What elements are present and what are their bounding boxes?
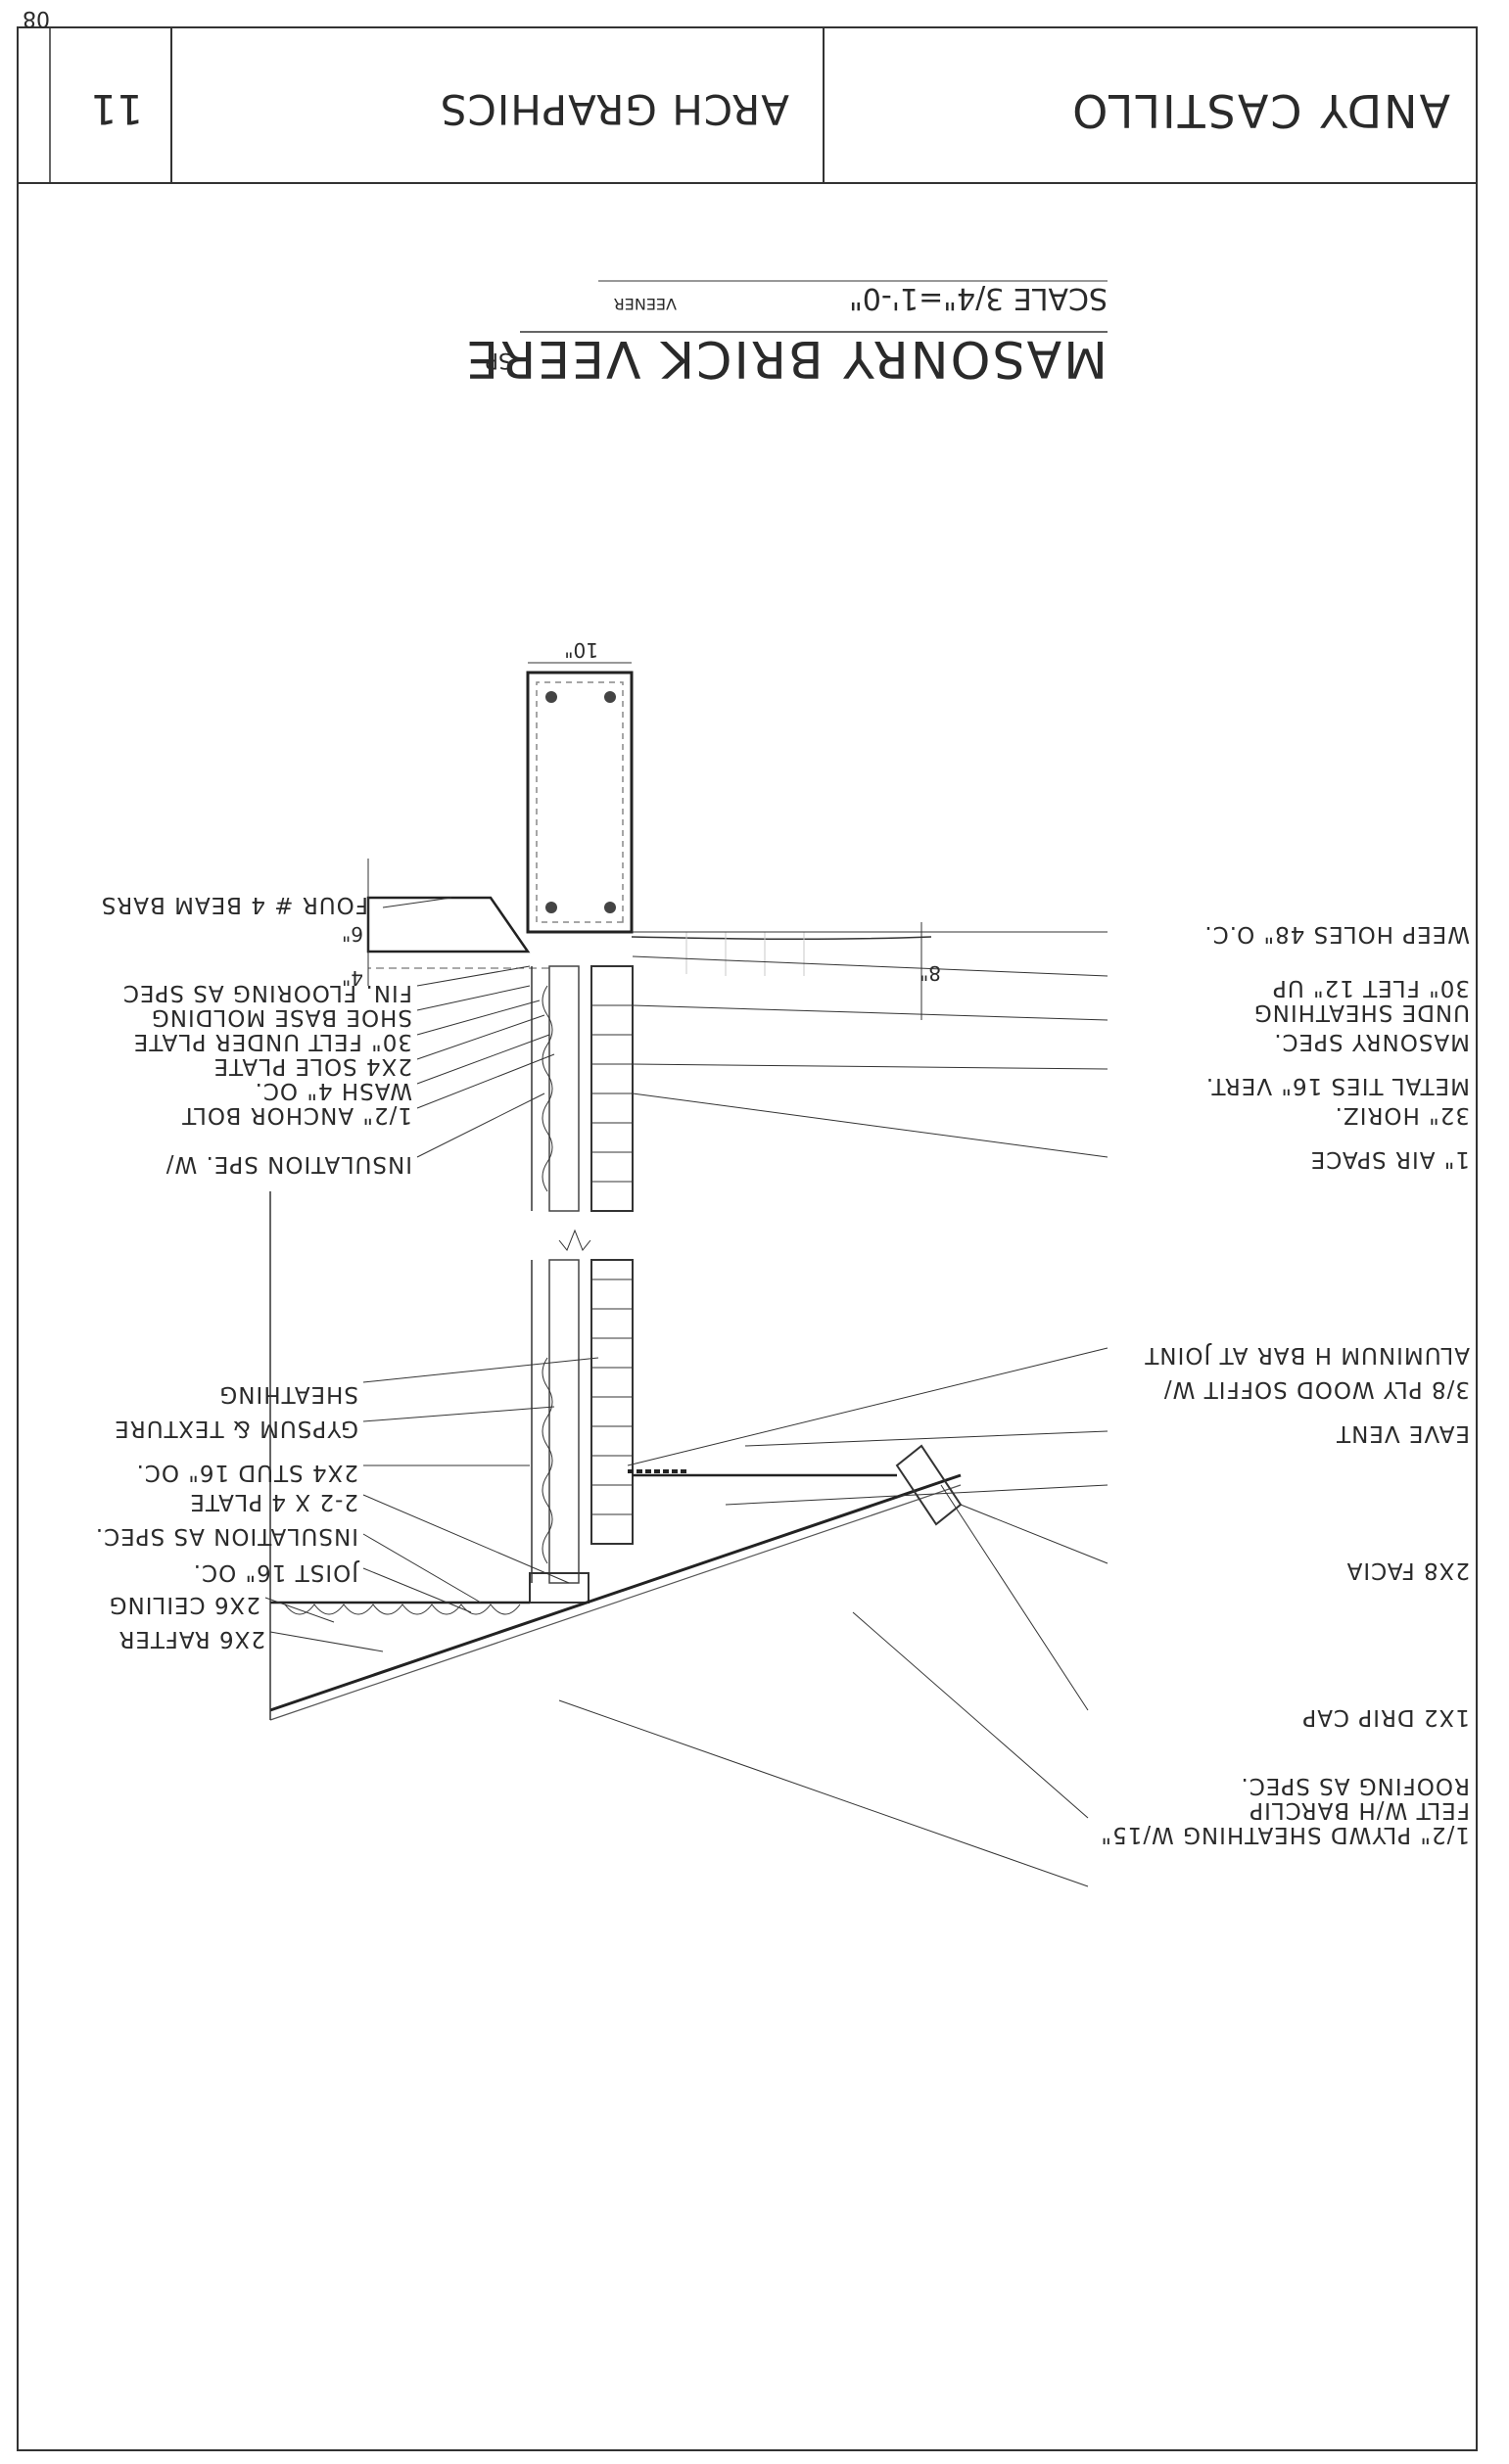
leader-top-plate: [362, 1494, 570, 1584]
label-felt-plate: 30" FELT UNDER PLATE: [133, 1029, 412, 1054]
leader-metal-ties: [632, 1063, 1108, 1070]
fascia-board: [895, 1444, 963, 1526]
label-fin-flooring: FIN. FLOORING AS SPEC: [122, 980, 412, 1005]
leader-insulation-lower: [416, 1093, 545, 1158]
slab-dim-upper: 6": [342, 922, 363, 946]
course-name: ARCH GRAPHICS: [440, 85, 789, 133]
label-horiz: 32" HORIZ.: [1335, 1102, 1470, 1128]
drawing-title: MASONRY BRICK VEERE: [464, 329, 1108, 388]
label-shoe-base: SHOE BASE MOLDING: [151, 1004, 412, 1030]
leader-fin-flooring: [416, 965, 531, 987]
leader-soffit: [744, 1430, 1108, 1447]
stud-wall-lower: [548, 965, 580, 1212]
double-top-plate: [529, 1572, 589, 1604]
leader-drip-cap: [940, 1484, 1089, 1711]
label-felt-up: 30" FLET 12" UP: [1272, 975, 1470, 1000]
scale-text: SCALE 3/4"=1'-0": [849, 281, 1108, 315]
leader-ceiling: [264, 1597, 335, 1623]
corner-mark: 08: [23, 6, 50, 30]
label-aluminum-bar: ALUMINUM H BAR AT JOINT: [1144, 1342, 1470, 1368]
label-sheathing: SHEATHING: [218, 1381, 358, 1407]
grade-line: [631, 936, 932, 941]
beam-bar-3: [604, 691, 616, 703]
leader-eave-vent: [725, 1484, 1108, 1506]
leader-sheathing: [362, 1357, 599, 1383]
label-washer: WASH 4" OC.: [255, 1078, 412, 1103]
label-eave-vent: EAVE VENT: [1336, 1420, 1470, 1446]
label-insulation-spec: INSULATION AS SPEC.: [95, 1523, 358, 1549]
scale-note: VEENER: [614, 295, 677, 313]
leader-aluminum-bar: [627, 1347, 1108, 1466]
leader-joist: [362, 1567, 472, 1613]
sheet-number: 11: [91, 85, 143, 133]
leader-rafter: [269, 1631, 384, 1652]
footing-rebar-outline: [536, 681, 624, 923]
roof-rafter: [269, 1473, 962, 1712]
label-unde-sheathing: UNDE SHEATHING: [1253, 1000, 1470, 1025]
leader-plywood-sheathing: [558, 1699, 1089, 1887]
concrete-footing: [526, 671, 634, 934]
label-masonry-spec: MASONRY SPEC.: [1273, 1029, 1470, 1054]
label-felt-barclip: FELT W/H BARCLIP: [1249, 1797, 1470, 1823]
label-top-plate: 2-2 X 4 PLATE: [189, 1489, 358, 1514]
leader-air-space: [632, 1093, 1108, 1158]
beam-bar-2: [545, 902, 557, 913]
leader-gypsum: [362, 1406, 555, 1422]
leader-roofing: [852, 1611, 1089, 1819]
roof-sheathing: [269, 1484, 962, 1721]
footing-width-dim: 10": [564, 638, 598, 662]
label-beam-bars: FOUR # 4 BEAM BARS: [101, 892, 368, 917]
leader-insulation-upper: [362, 1533, 482, 1604]
label-rafter: 2X6 RAFTER: [118, 1626, 265, 1651]
label-sole-plate: 2X4 SOLE PLATE: [213, 1053, 412, 1079]
label-plywood-sheathing: 1/2" PLYWD SHEATHING W/15": [1100, 1822, 1470, 1847]
insulation-batt-upper: [542, 1357, 553, 1564]
leader-beam-bars: [382, 897, 452, 908]
label-anchor-bolt: 1/2" ANCHOR BOLT: [181, 1102, 412, 1128]
leader-felt-plate: [416, 1000, 541, 1036]
slab-dim-lower: 4": [342, 966, 363, 990]
leader-sole-plate: [416, 1014, 545, 1060]
label-joist: JOIST 16" OC.: [193, 1559, 360, 1585]
leader-anchor-bolt: [416, 1053, 555, 1109]
leader-masonry-spec: [632, 1004, 1108, 1021]
soil-hatch: [685, 932, 805, 976]
leader-shoe-base: [416, 985, 531, 1011]
brick-coursing-upper: [591, 1278, 633, 1515]
label-air-space: 1" AIR SPACE: [1310, 1146, 1470, 1172]
brick-coursing-lower: [591, 1004, 633, 1183]
label-ceiling: 2X6 CEILING: [109, 1592, 260, 1617]
label-drip-cap: 1X2 DRIP CAP: [1301, 1704, 1470, 1730]
label-facia: 2X8 FACIA: [1346, 1557, 1470, 1583]
stud-wall-upper: [548, 1259, 580, 1584]
leader-felt-up: [632, 955, 1108, 977]
beam-bar-4: [545, 691, 557, 703]
insulation-batt-lower: [542, 985, 553, 1192]
label-weep-holes: WEEP HOLES 48" O.C.: [1203, 921, 1470, 947]
label-roofing: ROOFING AS SPEC.: [1240, 1773, 1470, 1798]
leader-facia: [960, 1504, 1108, 1564]
brick-veneer-lower: [590, 965, 634, 1212]
wall-break-symbol: [558, 1229, 591, 1251]
author-name: ANDY CASTILLO: [1070, 84, 1450, 137]
ceiling-insulation: [284, 1604, 521, 1615]
brick-veneer-upper: [590, 1259, 634, 1545]
label-stud: 2X4 STUD 16" OC.: [136, 1460, 358, 1485]
label-gypsum: GYPSUM & TEXTURE: [114, 1416, 358, 1441]
leader-washer: [416, 1034, 550, 1085]
sheet-border: [17, 26, 1478, 2451]
label-plywood-soffit: 3/8 PLY WOOD SOFFIT W/: [1163, 1376, 1470, 1402]
label-insulation-spe: INSULATION SPE. W/: [165, 1151, 412, 1177]
beam-bar-1: [604, 902, 616, 913]
drawing-title-suffix: SP: [486, 348, 512, 372]
weep-dim: 8": [920, 961, 941, 985]
label-metal-ties: METAL TIES 16" VERT.: [1205, 1073, 1470, 1098]
